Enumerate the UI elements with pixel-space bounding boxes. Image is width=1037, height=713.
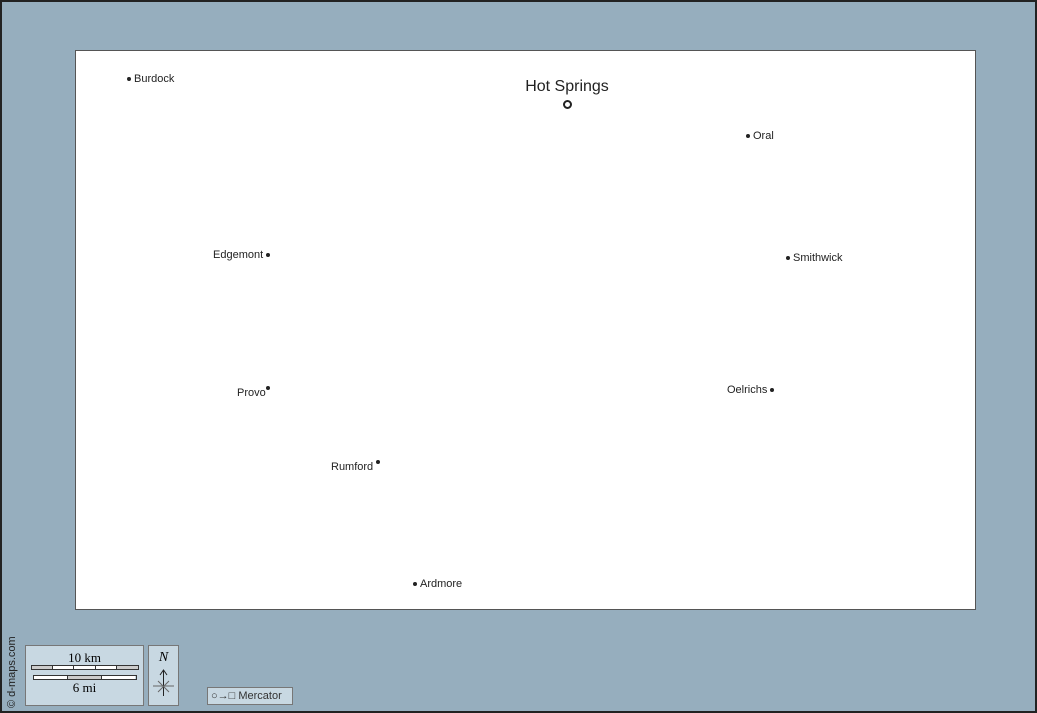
projection-label: Mercator	[238, 690, 282, 702]
city-label: Hot Springs	[525, 78, 609, 95]
town-label: Smithwick	[793, 252, 843, 264]
town-dot-icon	[770, 388, 775, 393]
town-label: Ardmore	[420, 578, 463, 590]
projection-icon: ○→□	[211, 690, 236, 702]
city-hot-springs: Hot Springs	[507, 78, 627, 109]
scale-km-label: 10 km	[68, 650, 101, 665]
town-label: Oral	[753, 130, 774, 142]
town-label: Rumford	[331, 461, 374, 473]
town-provo: Provo	[237, 386, 270, 399]
capital-marker-icon	[562, 100, 572, 109]
town-smithwick: Smithwick	[783, 252, 843, 264]
compass-icon	[153, 669, 174, 696]
town-rumford: Rumford	[331, 460, 383, 473]
town-dot-icon	[265, 386, 270, 391]
scale-bar: 10 km 6 mi	[25, 645, 144, 706]
town-dot-icon	[266, 253, 271, 258]
town-dot-icon	[786, 256, 790, 261]
town-dot-icon	[413, 582, 417, 587]
town-oral: Oral	[743, 130, 774, 142]
north-arrow: N	[148, 645, 179, 706]
town-label: Provo	[237, 387, 266, 399]
town-dot-icon	[746, 134, 750, 139]
scale-mi-label: 6 mi	[72, 680, 97, 695]
town-edgemont: Edgemont	[213, 249, 273, 261]
town-dot-icon	[376, 460, 381, 465]
scale-km-bar	[30, 665, 139, 670]
town-burdock: Burdock	[124, 73, 174, 85]
town-label: Oelrichs	[727, 384, 768, 396]
town-ardmore: Ardmore	[410, 578, 462, 590]
town-oelrichs: Oelrichs	[727, 384, 777, 396]
town-label: Edgemont	[213, 249, 264, 261]
map-area[interactable]	[75, 50, 976, 610]
north-label: N	[158, 650, 169, 665]
scale-mi-bar	[32, 675, 137, 680]
projection-badge: ○→□ Mercator	[207, 687, 293, 705]
town-dot-icon	[127, 77, 131, 82]
town-label: Burdock	[134, 73, 175, 85]
credit-text: © d-maps.com	[6, 636, 18, 708]
